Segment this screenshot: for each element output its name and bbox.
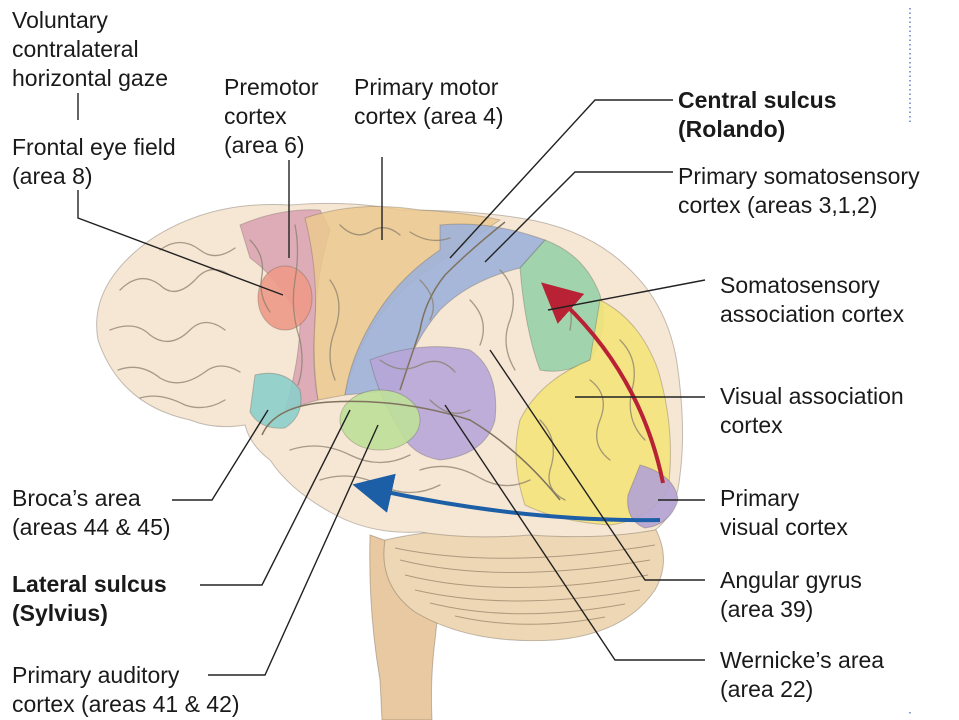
label-central-sulcus: Central sulcus (Rolando) [678, 87, 843, 142]
frontal-eye-field-region [258, 266, 312, 330]
label-angular-gyrus: Angular gyrus (area 39) [720, 567, 868, 622]
label-primary-somatosensory: Primary somatosensory cortex (areas 3,1,… [678, 163, 926, 218]
label-somatosensory-association: Somatosensory association cortex [720, 272, 905, 327]
label-visual-association: Visual association cortex [720, 383, 910, 438]
label-primary-visual: Primary visual cortex [720, 485, 848, 540]
label-primary-auditory: Primary auditory cortex (areas 41 & 42) [12, 662, 240, 717]
label-frontal-eye-field: Frontal eye field (area 8) [12, 134, 182, 189]
label-lateral-sulcus: Lateral sulcus (Sylvius) [12, 571, 173, 626]
primary-auditory-region [340, 390, 420, 450]
label-gaze: Voluntary contralateral horizontal gaze [12, 7, 168, 91]
label-broca-area: Broca’s area (areas 44 & 45) [12, 485, 171, 540]
label-premotor-cortex: Premotor cortex (area 6) [224, 74, 325, 158]
label-wernicke-area: Wernicke’s area (area 22) [720, 647, 890, 702]
label-primary-motor-cortex: Primary motor cortex (area 4) [354, 74, 505, 129]
